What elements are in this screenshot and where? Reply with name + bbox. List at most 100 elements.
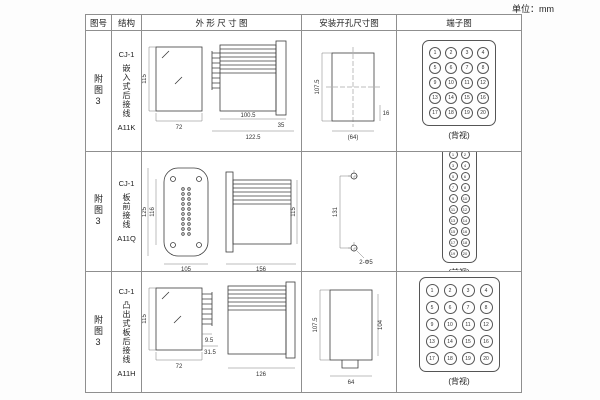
dim-label: 104: [378, 319, 384, 330]
terminal-pin: 4: [460, 161, 470, 170]
terminal-pin: 9: [448, 194, 458, 203]
structure-model: CJ-1: [118, 49, 135, 59]
structure-code: A11K: [117, 122, 136, 132]
terminal-pin: 19: [461, 107, 473, 120]
terminal-pin: 11: [448, 205, 458, 214]
terminal-pin: 17: [425, 352, 439, 366]
dim-label: 126: [255, 372, 266, 378]
terminal-pin: 15: [448, 227, 458, 236]
terminal-pin: 20: [477, 107, 489, 120]
structure-desc: 板前接线: [122, 193, 131, 230]
terminal-pin: 1: [448, 151, 458, 159]
terminal-pin: 20: [460, 249, 470, 258]
dim-label: 72: [175, 364, 182, 370]
dim-label: 115: [291, 206, 297, 216]
dim-label: 72: [175, 125, 182, 131]
dim-label: 107.5: [315, 79, 321, 95]
dim-label: 131: [333, 206, 339, 217]
terminal-pin: 3: [448, 161, 458, 170]
terminal-pin: 6: [443, 301, 457, 315]
structure-desc: 嵌入式后接线: [122, 63, 131, 118]
structure-code: A11Q: [117, 234, 136, 244]
outline-drawing-a11q: 116 125 105 156 115: [142, 167, 297, 273]
terminal-pin: 20: [479, 352, 493, 366]
terminal-pin: 13: [429, 92, 441, 105]
terminal-pin: 6: [445, 62, 457, 75]
terminal-pin: 11: [461, 77, 473, 90]
header-mounting: 安装开孔尺寸图: [302, 15, 397, 31]
terminal-pin: 16: [460, 227, 470, 236]
terminal-pin: 9: [425, 318, 439, 332]
dim-label: 125: [142, 206, 148, 217]
dim-label: 9.5: [204, 338, 213, 344]
terminal-pin: 3: [461, 284, 475, 298]
row3-structure-cell: CJ-1 凸出式板后接线 A11H: [112, 272, 142, 393]
terminal-pin: 14: [445, 92, 457, 105]
row2-figure-cell: 附图3: [86, 151, 112, 273]
row3-figure-cell: 附图3: [86, 272, 112, 393]
row1-structure-cell: CJ-1 嵌入式后接线 A11K: [112, 31, 142, 152]
terminal-pin: 7: [461, 301, 475, 315]
terminal-pin: 18: [445, 107, 457, 120]
dim-label: 116: [150, 206, 156, 216]
terminal-pin: 8: [479, 301, 493, 315]
terminal-pin: 13: [425, 335, 439, 349]
terminal-pin: 4: [477, 47, 489, 60]
terminal-pin: 7: [461, 62, 473, 75]
terminal-pin: 18: [443, 352, 457, 366]
terminal-pin: 17: [448, 238, 458, 247]
dim-label: 107.5: [313, 317, 319, 333]
mounting-drawing-a11q: 131 2-Φ5: [333, 169, 373, 266]
terminal-pin: 7: [448, 183, 458, 192]
terminal-pin: 5: [429, 62, 441, 75]
terminal-pin: 12: [460, 205, 470, 214]
terminal-pin: 6: [460, 172, 470, 181]
terminal-pin: 16: [479, 335, 493, 349]
figure-label: 附图3: [93, 315, 103, 350]
terminal-pin: 19: [448, 249, 458, 258]
figure-label: 附图3: [93, 73, 103, 108]
view-label: (背视): [448, 131, 470, 141]
outline-drawing-a11h: 115 72 9.5 31.5 126: [142, 281, 295, 378]
terminal-pin: 8: [477, 62, 489, 75]
terminal-pin: 19: [461, 352, 475, 366]
dim-label: 64: [347, 380, 354, 386]
unit-label: 单位：mm: [512, 4, 554, 14]
terminal-pin: 10: [460, 194, 470, 203]
terminal-pin: 1: [429, 47, 441, 60]
mounting-drawing-a11h: 107.5 104 64: [313, 289, 384, 386]
header-structure: 结构: [112, 15, 142, 31]
dim-label: 31.5: [204, 350, 216, 356]
terminal-pin: 10: [445, 77, 457, 90]
row2-mounting-cell: 131 2-Φ5: [302, 151, 397, 273]
structure-desc: 凸出式板后接线: [122, 300, 131, 364]
terminal-pin: 16: [477, 92, 489, 105]
terminal-pin: 12: [477, 77, 489, 90]
header-outline: 外 形 尺 寸 图: [142, 15, 302, 31]
dim-label: 35: [277, 123, 284, 129]
outline-drawing-a11k: 115 72 100.5 35 122.5: [142, 40, 294, 141]
row2-outline-cell: 116 125 105 156 115: [142, 151, 302, 273]
terminal-pin: 5: [448, 172, 458, 181]
dim-label: 115: [142, 73, 148, 83]
header-terminal: 端子图: [397, 15, 522, 31]
dim-label: 156: [255, 267, 266, 273]
terminal-pin: 14: [460, 216, 470, 225]
terminal-pin: 15: [461, 335, 475, 349]
terminal-pin: 1: [425, 284, 439, 298]
row1-outline-cell: 115 72 100.5 35 122.5: [142, 31, 302, 152]
terminal-pin: 15: [461, 92, 473, 105]
terminal-pin: 9: [429, 77, 441, 90]
mounting-drawing-a11k: 107.5 16 (64): [315, 46, 389, 141]
header-fig: 图号: [86, 15, 112, 31]
terminal-pin: 12: [479, 318, 493, 332]
terminal-pin: 3: [461, 47, 473, 60]
spec-table: 图号 结构 外 形 尺 寸 图 安装开孔尺寸图 端子图 附图3 CJ-1 嵌入式…: [85, 14, 522, 393]
terminal-pin: 2: [445, 47, 457, 60]
